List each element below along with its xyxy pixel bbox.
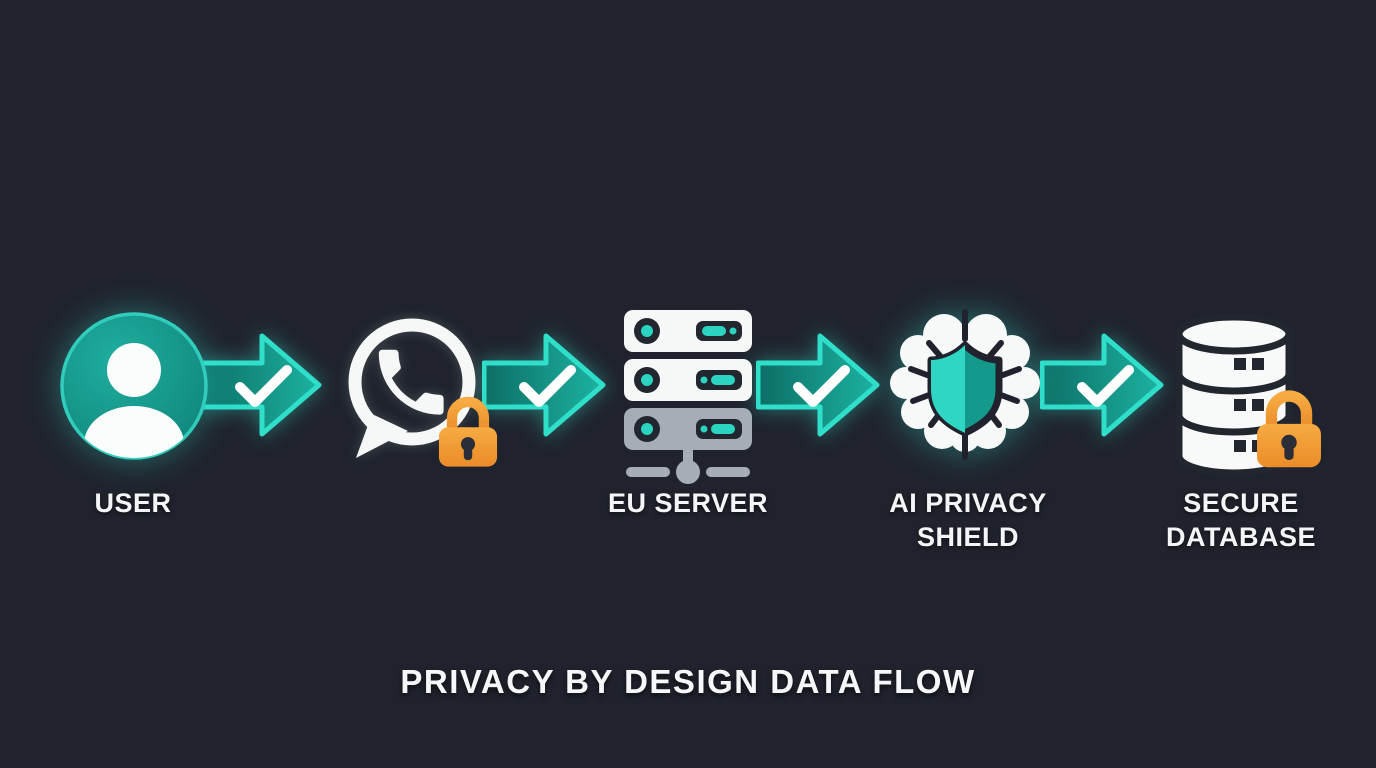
flow-node-user [58,310,210,467]
arrow-check-icon [756,330,881,440]
diagram-title: PRIVACY BY DESIGN DATA FLOW [400,663,976,700]
arrow-check-icon [482,330,607,440]
lock-icon [1257,390,1321,468]
arrow-check-icon [1040,330,1165,440]
node-label-secure-database: SECURE DATABASE [1166,488,1316,552]
arrow-check-icon [198,330,323,440]
user-icon [60,312,208,460]
flow-node-ai-privacy-shield [885,305,1045,470]
node-label-eu-server: EU SERVER [607,488,769,518]
server-icon [624,310,752,484]
lock-icon [438,396,498,467]
flow-node-eu-server [622,310,754,490]
flow-node-whatsapp [342,312,492,467]
whatsapp-icon [348,318,476,458]
brain-shield-icon [890,309,1040,460]
node-label-ai-privacy-shield: AI PRIVACY SHIELD [889,488,1047,552]
node-label-user: USER [94,488,172,518]
